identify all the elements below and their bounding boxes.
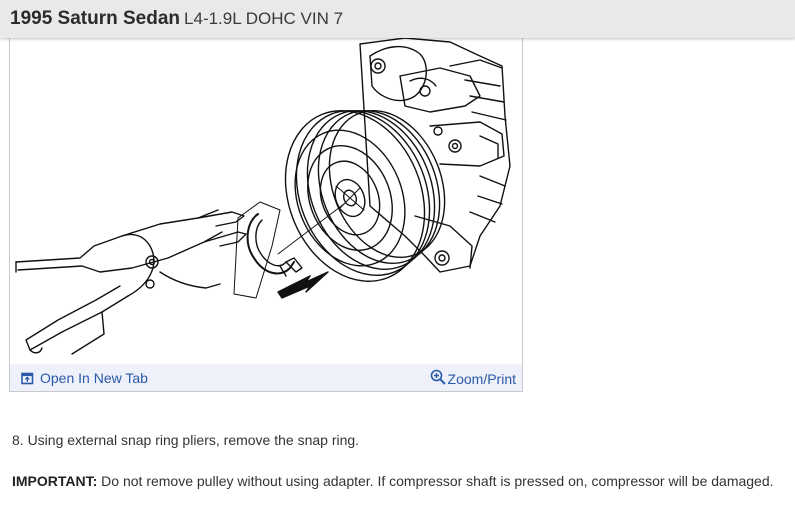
open-in-new-tab-link[interactable]: Open In New Tab bbox=[21, 370, 148, 386]
page-subtitle: L4-1.9L DOHC VIN 7 bbox=[184, 9, 344, 28]
important-note: IMPORTANT: Do not remove pulley without … bbox=[12, 473, 774, 489]
figure-card: Open In New Tab Zoom/Print bbox=[9, 36, 523, 392]
instruction-step: 8. Using external snap ring pliers, remo… bbox=[12, 432, 360, 448]
figure-toolbar: Open In New Tab Zoom/Print bbox=[10, 364, 522, 391]
zoom-in-icon bbox=[430, 369, 446, 385]
open-in-new-tab-label: Open In New Tab bbox=[40, 370, 148, 386]
open-in-new-tab-icon bbox=[21, 372, 34, 384]
page-title: 1995 Saturn Sedan bbox=[10, 8, 181, 29]
page-header: 1995 Saturn Sedan L4-1.9L DOHC VIN 7 bbox=[0, 0, 795, 38]
important-body: Do not remove pulley without using adapt… bbox=[97, 473, 774, 489]
zoom-print-label: Zoom/Print bbox=[447, 371, 516, 387]
important-label: IMPORTANT: bbox=[12, 473, 98, 489]
zoom-print-link[interactable]: Zoom/Print bbox=[430, 367, 516, 387]
compressor-snap-ring-illustration bbox=[10, 36, 522, 364]
